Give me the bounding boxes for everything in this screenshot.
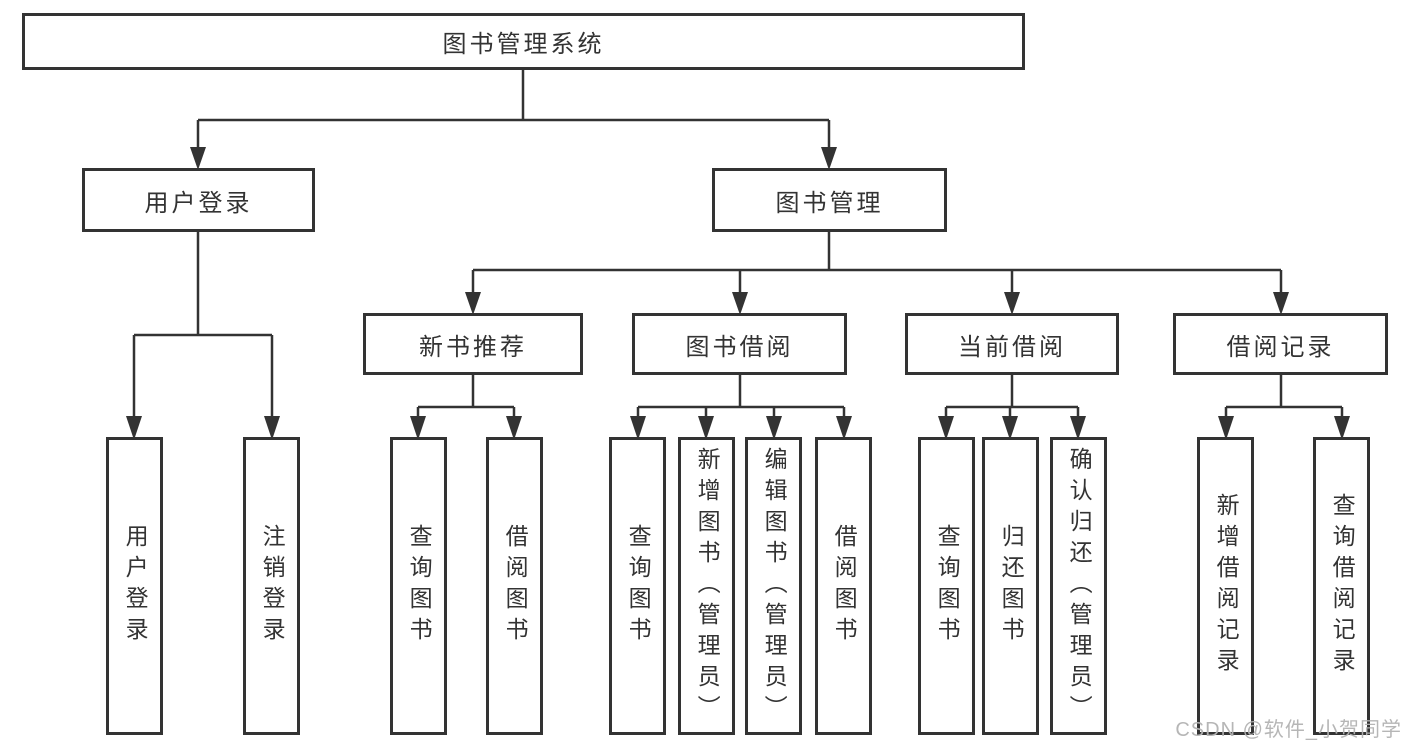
leaf-label: 借阅图书 xyxy=(831,524,858,648)
arrowhead xyxy=(821,147,837,170)
arrowhead xyxy=(465,292,481,315)
leaf-add-borrow-record: 新增借阅记录 xyxy=(1197,437,1254,735)
connector-root-to-level2 xyxy=(190,70,837,170)
arrowhead xyxy=(190,147,206,170)
leaf-user-login: 用户登录 xyxy=(106,437,163,735)
node-new-book-recommend: 新书推荐 xyxy=(363,313,583,375)
leaf-query-books-recommend: 查询图书 xyxy=(390,437,447,735)
connector-bookborrow-to-leaves xyxy=(630,375,852,440)
node-book-management: 图书管理 xyxy=(712,168,947,232)
node-label: 图书借阅 xyxy=(685,333,794,361)
leaf-label: 新增图书（管理员） xyxy=(694,446,721,726)
leaf-query-borrow-record: 查询借阅记录 xyxy=(1313,437,1370,735)
node-label: 图书管理 xyxy=(775,189,884,217)
leaf-label: 确认归还（管理员） xyxy=(1066,446,1093,726)
leaf-label: 用户登录 xyxy=(122,524,149,648)
leaf-label: 借阅图书 xyxy=(502,524,529,648)
node-label: 用户登录 xyxy=(144,189,253,217)
connector-userlogin-to-leaves xyxy=(126,232,280,440)
leaf-query-books-current: 查询图书 xyxy=(918,437,975,735)
csdn-watermark: CSDN @软件_小贺同学 xyxy=(1175,719,1402,741)
connector-newbook-to-leaves xyxy=(410,375,522,440)
node-borrowing-records: 借阅记录 xyxy=(1173,313,1388,375)
node-system-root: 图书管理系统 xyxy=(22,13,1025,70)
leaf-logout: 注销登录 xyxy=(243,437,300,735)
node-user-login: 用户登录 xyxy=(82,168,315,232)
node-label: 当前借阅 xyxy=(958,333,1066,361)
node-current-borrowing: 当前借阅 xyxy=(905,313,1119,375)
node-label: 借阅记录 xyxy=(1226,333,1335,361)
leaf-edit-book-admin: 编辑图书（管理员） xyxy=(745,437,802,735)
connector-currentborrow-to-leaves xyxy=(938,375,1086,440)
node-label: 新书推荐 xyxy=(419,333,527,361)
leaf-confirm-return-admin: 确认归还（管理员） xyxy=(1050,437,1107,735)
arrowhead xyxy=(1004,292,1020,315)
connector-records-to-leaves xyxy=(1218,375,1350,440)
leaf-add-book-admin: 新增图书（管理员） xyxy=(678,437,735,735)
leaf-label: 归还图书 xyxy=(998,524,1025,648)
leaf-label: 编辑图书（管理员） xyxy=(761,446,788,726)
leaf-label: 新增借阅记录 xyxy=(1213,493,1240,679)
arrowhead xyxy=(1273,292,1289,315)
arrowhead xyxy=(732,292,748,315)
node-book-borrowing: 图书借阅 xyxy=(632,313,847,375)
leaf-label: 查询借阅记录 xyxy=(1329,493,1356,679)
leaf-borrow-books-borrowing: 借阅图书 xyxy=(815,437,872,735)
leaf-label: 查询图书 xyxy=(625,524,652,648)
leaf-query-books-borrowing: 查询图书 xyxy=(609,437,666,735)
node-label: 图书管理系统 xyxy=(442,31,605,58)
leaf-label: 注销登录 xyxy=(259,524,286,648)
leaf-label: 查询图书 xyxy=(934,524,961,648)
leaf-borrow-books-recommend: 借阅图书 xyxy=(486,437,543,735)
connector-bookmgmt-to-level3 xyxy=(465,232,1289,315)
leaf-return-book: 归还图书 xyxy=(982,437,1039,735)
leaf-label: 查询图书 xyxy=(406,524,433,648)
